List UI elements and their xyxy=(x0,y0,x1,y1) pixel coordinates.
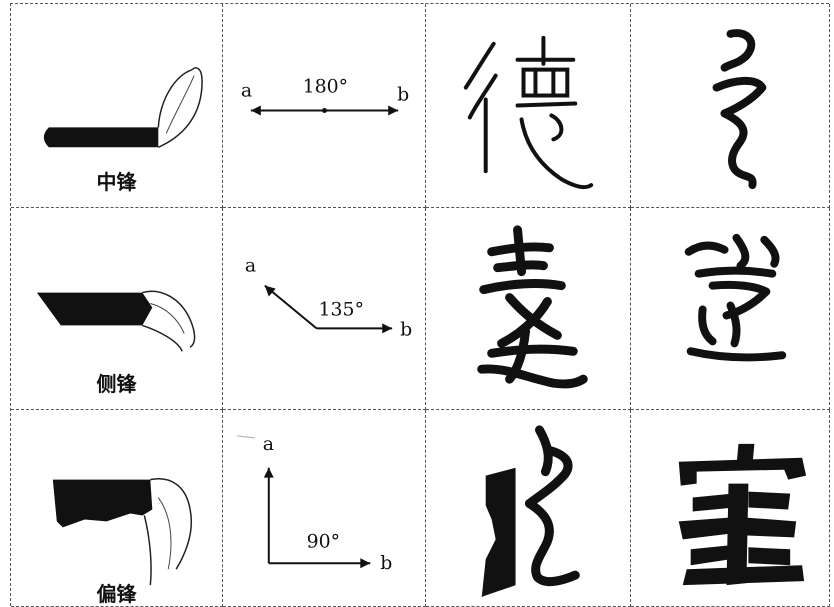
technique-label-side: 侧锋 xyxy=(96,372,137,396)
blocky-glyph xyxy=(678,443,807,586)
cursive-glyph-1 xyxy=(712,29,767,190)
cursive-glyph-4 xyxy=(481,425,580,598)
angle-end-label: b xyxy=(400,318,412,340)
angle-diagram-135: a b 135° xyxy=(245,255,412,341)
angle-value-label: 90° xyxy=(307,530,340,552)
angle-end-label: b xyxy=(380,552,392,574)
angle-diagram-180: a b 180° xyxy=(241,76,409,116)
glyph-cell-blocky xyxy=(631,410,830,607)
seal-glyph-de xyxy=(463,35,594,190)
glyph-cell-cursive-1 xyxy=(631,4,830,208)
angle-value-label: 180° xyxy=(303,76,349,98)
brush-stroke-oblique-illustration xyxy=(52,478,193,586)
angle-cell-180: a b 180° xyxy=(223,4,426,208)
technique-label-oblique: 偏锋 xyxy=(96,582,137,606)
angle-diagram-90: a b 90° xyxy=(236,433,392,574)
brush-technique-table: 中锋 a b 180° xyxy=(10,3,830,607)
technique-label-center: 中锋 xyxy=(96,170,137,194)
angle-end-label: b xyxy=(397,84,409,106)
glyph-cell-cursive-4 xyxy=(426,410,631,607)
cursive-glyph-2 xyxy=(477,225,588,389)
angle-start-label: a xyxy=(241,80,252,102)
brush-cell-side: 侧锋 xyxy=(11,208,223,410)
cursive-glyph-3 xyxy=(684,233,787,362)
brush-stroke-center-illustration xyxy=(43,67,203,148)
angle-start-label: a xyxy=(263,433,274,455)
angle-cell-90: a b 90° xyxy=(223,410,426,607)
angle-cell-135: a b 135° xyxy=(223,208,426,410)
angle-value-label: 135° xyxy=(319,298,365,320)
glyph-cell-de xyxy=(426,4,631,208)
glyph-cell-cursive-3 xyxy=(631,208,830,410)
glyph-cell-cursive-2 xyxy=(426,208,631,410)
brush-cell-center: 中锋 xyxy=(11,4,223,208)
brush-stroke-side-illustration xyxy=(36,290,196,352)
brush-cell-oblique: 偏锋 xyxy=(11,410,223,607)
angle-start-label: a xyxy=(245,255,256,277)
